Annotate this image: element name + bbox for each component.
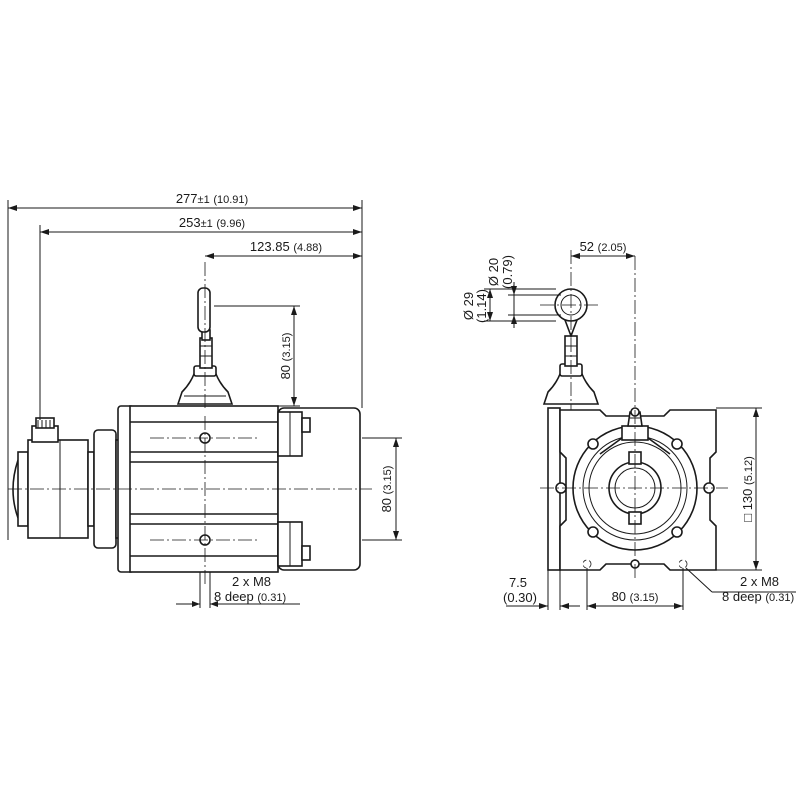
dim-cable-offset-label: 123.85 (4.88) [250, 239, 322, 254]
drum-body [8, 405, 372, 585]
thread-callout-side: 2 x M8 8 deep (0.31) [176, 572, 300, 608]
thread-callout-front: 2 x M8 8 deep (0.31) [685, 567, 796, 604]
dim-flange-label: 7.5 [509, 575, 527, 590]
dim-square-label: □ 130 (5.12) [740, 456, 755, 522]
dim-eyelet-outer-label: Ø 29 [461, 292, 476, 320]
dim-hole-spacing: 80 (3.15) [362, 437, 402, 541]
dim-front-cable-offset: 52 (2.05) [571, 239, 635, 259]
dim-eyelet-inner-inch: (0.79) [500, 255, 515, 289]
thread-label-side-2: 8 deep (0.31) [214, 589, 286, 604]
front-cable-eyelet [540, 250, 600, 410]
thread-label-front-2: 8 deep (0.31) [722, 589, 794, 604]
dim-cable-offset: 123.85 (4.88) [205, 239, 362, 259]
dim-eyelet-inner-label: Ø 20 [486, 258, 501, 286]
thread-label-side-1: 2 x M8 [232, 574, 271, 589]
dim-eyelet-outer: Ø 29 (1.14) [461, 288, 556, 323]
dim-flange: 7.5 (0.30) [503, 570, 580, 610]
cable-outlet [176, 262, 234, 410]
encoder-housing [12, 417, 123, 549]
dim-body-length: 253±1 (9.96) [39, 215, 362, 420]
thread-label-front-1: 2 x M8 [740, 574, 779, 589]
dim-eyelet-inner: Ø 20 (0.79) [486, 255, 561, 328]
dim-overall-length: 277±1 (10.91) [7, 191, 363, 540]
dim-front-cable-offset-label: 52 (2.05) [580, 239, 627, 254]
dim-square: □ 130 (5.12) [716, 407, 762, 571]
dim-flange-inch: (0.30) [503, 590, 537, 605]
side-view: 277±1 (10.91) 253±1 (9.96) 123.85 (4.88)… [7, 191, 402, 608]
front-housing [540, 256, 728, 580]
front-view: 52 (2.05) Ø 20 (0.79) Ø 29 (1.14) [461, 239, 796, 610]
dim-body-length-label: 253±1 (9.96) [179, 215, 245, 230]
dim-hole-spacing-label: 80 (3.15) [379, 466, 394, 513]
dim-front-hole-spacing: 80 (3.15) [586, 568, 684, 610]
dim-cable-height: 80 (3.15) [214, 305, 300, 407]
dim-overall-length-label: 277±1 (10.91) [176, 191, 248, 206]
dim-eyelet-outer-inch: (1.14) [474, 289, 489, 323]
dim-front-hole-spacing-label: 80 (3.15) [612, 589, 659, 604]
dim-cable-height-label: 80 (3.15) [278, 333, 293, 380]
